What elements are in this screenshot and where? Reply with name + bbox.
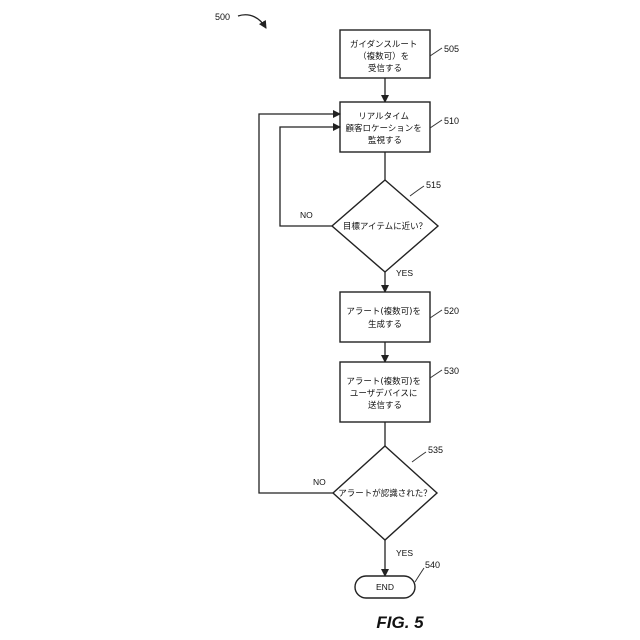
terminal-540: END 540 bbox=[355, 560, 440, 598]
step-510-line-2: 顧客ロケーションを bbox=[345, 123, 421, 134]
decision-515-leader bbox=[410, 186, 424, 196]
decision-535-ref: 535 bbox=[428, 445, 443, 455]
step-510-ref: 510 bbox=[444, 116, 459, 126]
decision-535: アラートが認識された？ 535 NO YES bbox=[313, 445, 443, 558]
step-505: ガイダンスルート （複数可）を 受信する 505 bbox=[340, 30, 459, 78]
step-520-leader bbox=[430, 310, 442, 318]
decision-535-yes-label: YES bbox=[396, 548, 413, 558]
decision-515-yes-label: YES bbox=[396, 268, 413, 278]
step-510: リアルタイム 顧客ロケーションを 監視する 510 bbox=[340, 102, 459, 152]
decision-515-ref: 515 bbox=[426, 180, 441, 190]
decision-535-text: アラートが認識された？ bbox=[338, 488, 432, 499]
step-530-ref: 530 bbox=[444, 366, 459, 376]
step-520-line-2: 生成する bbox=[368, 319, 402, 330]
terminal-540-leader bbox=[415, 568, 424, 582]
connector-535-no-510 bbox=[259, 114, 340, 493]
step-530-leader bbox=[430, 370, 442, 378]
step-510-line-1: リアルタイム bbox=[358, 112, 409, 122]
decision-535-no-label: NO bbox=[313, 477, 326, 487]
step-520-line-1: アラート(複数可)を bbox=[346, 306, 421, 317]
step-505-line-3: 受信する bbox=[368, 63, 402, 74]
step-530-line-1: アラート(複数可)を bbox=[346, 376, 421, 387]
figure-ref-label: 500 bbox=[215, 12, 230, 22]
step-520: アラート(複数可)を 生成する 520 bbox=[340, 292, 459, 342]
decision-535-leader bbox=[412, 452, 426, 462]
step-520-ref: 520 bbox=[444, 306, 459, 316]
step-505-line-2: （複数可）を bbox=[358, 51, 409, 62]
step-510-line-3: 監視する bbox=[368, 135, 402, 146]
figure-ref-arrow bbox=[238, 15, 266, 28]
decision-515-no-label: NO bbox=[300, 210, 313, 220]
step-530-line-2: ユーザデバイスに bbox=[350, 388, 418, 399]
step-505-line-1: ガイダンスルート bbox=[350, 39, 418, 50]
step-520-box bbox=[340, 292, 430, 342]
decision-515: 目標アイテムに近い？ 515 NO YES bbox=[300, 180, 441, 278]
step-510-leader bbox=[430, 120, 442, 128]
figure-caption: FIG. 5 bbox=[376, 613, 424, 632]
decision-515-text: 目標アイテムに近い？ bbox=[343, 221, 427, 232]
step-505-ref: 505 bbox=[444, 44, 459, 54]
terminal-540-text: END bbox=[376, 582, 394, 592]
step-505-leader bbox=[430, 48, 442, 56]
step-530: アラート(複数可)を ユーザデバイスに 送信する 530 bbox=[340, 362, 459, 422]
terminal-540-ref: 540 bbox=[425, 560, 440, 570]
step-530-line-3: 送信する bbox=[368, 400, 402, 411]
